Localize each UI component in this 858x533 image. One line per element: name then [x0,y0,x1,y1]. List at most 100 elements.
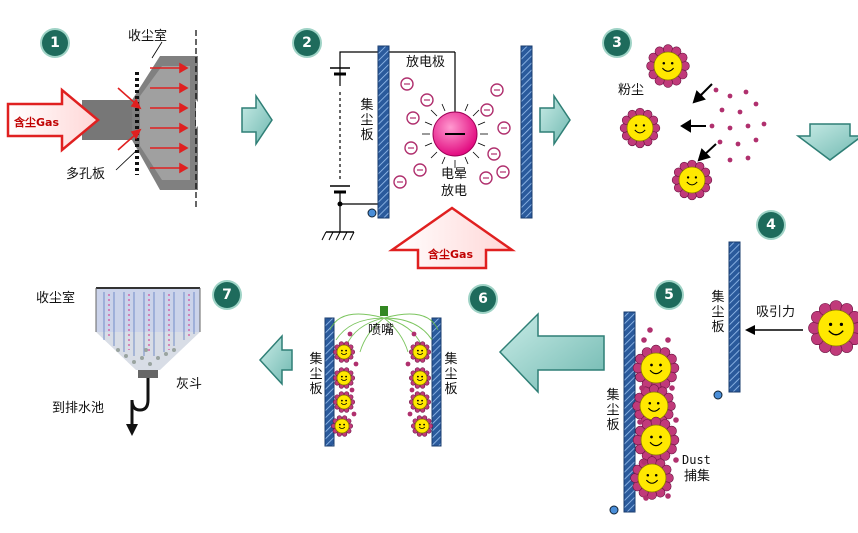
flow-arrow-2 [539,93,571,147]
dust-particle [334,418,350,434]
ion-dot [347,331,353,337]
flow-arrow-5 [498,312,605,394]
ion-dot [637,419,643,425]
perforated-plate-label: 多孔板 [66,167,106,182]
ion-dot [665,337,671,343]
ash-hopper-label: 灰斗 [176,377,203,392]
collector-plate-label-6l: 集尘板 [309,352,323,397]
ion-dot [717,139,723,145]
step-badge-1: 1 [42,30,68,56]
dust-chamber-label: 收尘室 [128,29,168,44]
ion-dot [727,93,733,99]
ion-dot [745,123,751,129]
ion-dot [405,361,411,367]
drain-label: 到排水池 [52,401,105,416]
ion-dot [641,337,647,343]
ion-dot [745,155,751,161]
step6-right-plate [431,317,442,447]
step-badge-5: 5 [656,282,682,308]
step3-dust-particles [619,44,767,201]
ion-dot [761,121,767,127]
attraction-label: 吸引力 [756,305,796,320]
step1-chamber [82,30,210,210]
step4-plate [728,241,741,393]
step5-ground-dot [609,505,619,515]
discharge-electrode-label: 放电极 [406,55,446,70]
dust-capture-label: 捕集 [684,469,711,484]
ion-dot [407,411,413,417]
ion-dot [719,107,725,113]
step-badge-7: 7 [214,282,240,308]
gas-inlet-label: 含尘Gas [14,116,59,129]
step7-chamber [95,287,201,436]
ion-dot [349,387,355,393]
flow-arrow-3 [795,123,858,161]
ion-dot [727,157,733,163]
ion-dot [669,385,675,391]
ion-dot [709,123,715,129]
dust-particle [412,370,428,386]
nozzle-icon [380,306,388,316]
step5-captured-dust [630,327,680,501]
gas-bottom-label: 含尘Gas [428,248,473,261]
ion-dot [753,101,759,107]
step4-attraction-arrow [745,325,803,335]
dust-particle [336,344,352,360]
ion-dot [641,459,647,465]
step-badge-6: 6 [470,286,496,312]
step6-left-plate [324,317,335,447]
step6-dust [331,331,433,437]
ion-dot [743,89,749,95]
step4-dust [808,300,858,356]
ion-dot [737,109,743,115]
ion-dot [713,87,719,93]
ion-dot [735,141,741,147]
step2-gas-arrow [388,206,516,270]
dust-particle [817,309,855,347]
dust-particle [336,394,352,410]
collector-plate-label-4: 集尘板 [711,290,725,335]
dust-particle [640,424,672,456]
ion-dot [409,387,415,393]
ion-dot [353,361,359,367]
step2-particles [393,77,511,189]
collector-plate-label-5: 集尘板 [606,388,620,433]
flow-arrow-1 [241,93,273,147]
ion-dot [673,457,679,463]
dust-particle [678,166,706,194]
step1-gas-arrow [6,87,100,153]
step-badge-2: 2 [294,30,320,56]
ion-dot [673,417,679,423]
dust-particle [653,51,683,81]
ion-dot [639,385,645,391]
ion-dot [647,327,653,333]
ion-dot [643,495,649,501]
collector-plate-label-6r: 集尘板 [444,352,458,397]
step-badge-4: 4 [758,212,784,238]
dust-particle [412,344,428,360]
step4-ground-dot [713,390,723,400]
ion-dot [753,137,759,143]
collector-plate-label-2: 集尘板 [360,98,374,143]
step2-right-plate [520,45,533,219]
corona-discharge-label: 电晕 放电 [441,167,468,199]
dust-particle [637,463,667,493]
dust-label: 粉尘 [618,83,645,98]
dust-particle [336,370,352,386]
nozzle-label: 喷嘴 [368,323,395,338]
dust-particle [414,418,430,434]
flow-arrow-6 [258,334,293,386]
dust-particle [639,391,669,421]
dust-particle [412,394,428,410]
step2-left-plate [377,45,390,219]
step2-corona [422,100,488,168]
step2-ground-dot [367,208,377,218]
ion-dot [665,493,671,499]
dust-particle [640,352,672,384]
dust-capture-en-label: Dust [682,453,711,467]
ion-dot [727,125,733,131]
step3-arrows [680,83,717,162]
step5-plate [623,311,636,513]
